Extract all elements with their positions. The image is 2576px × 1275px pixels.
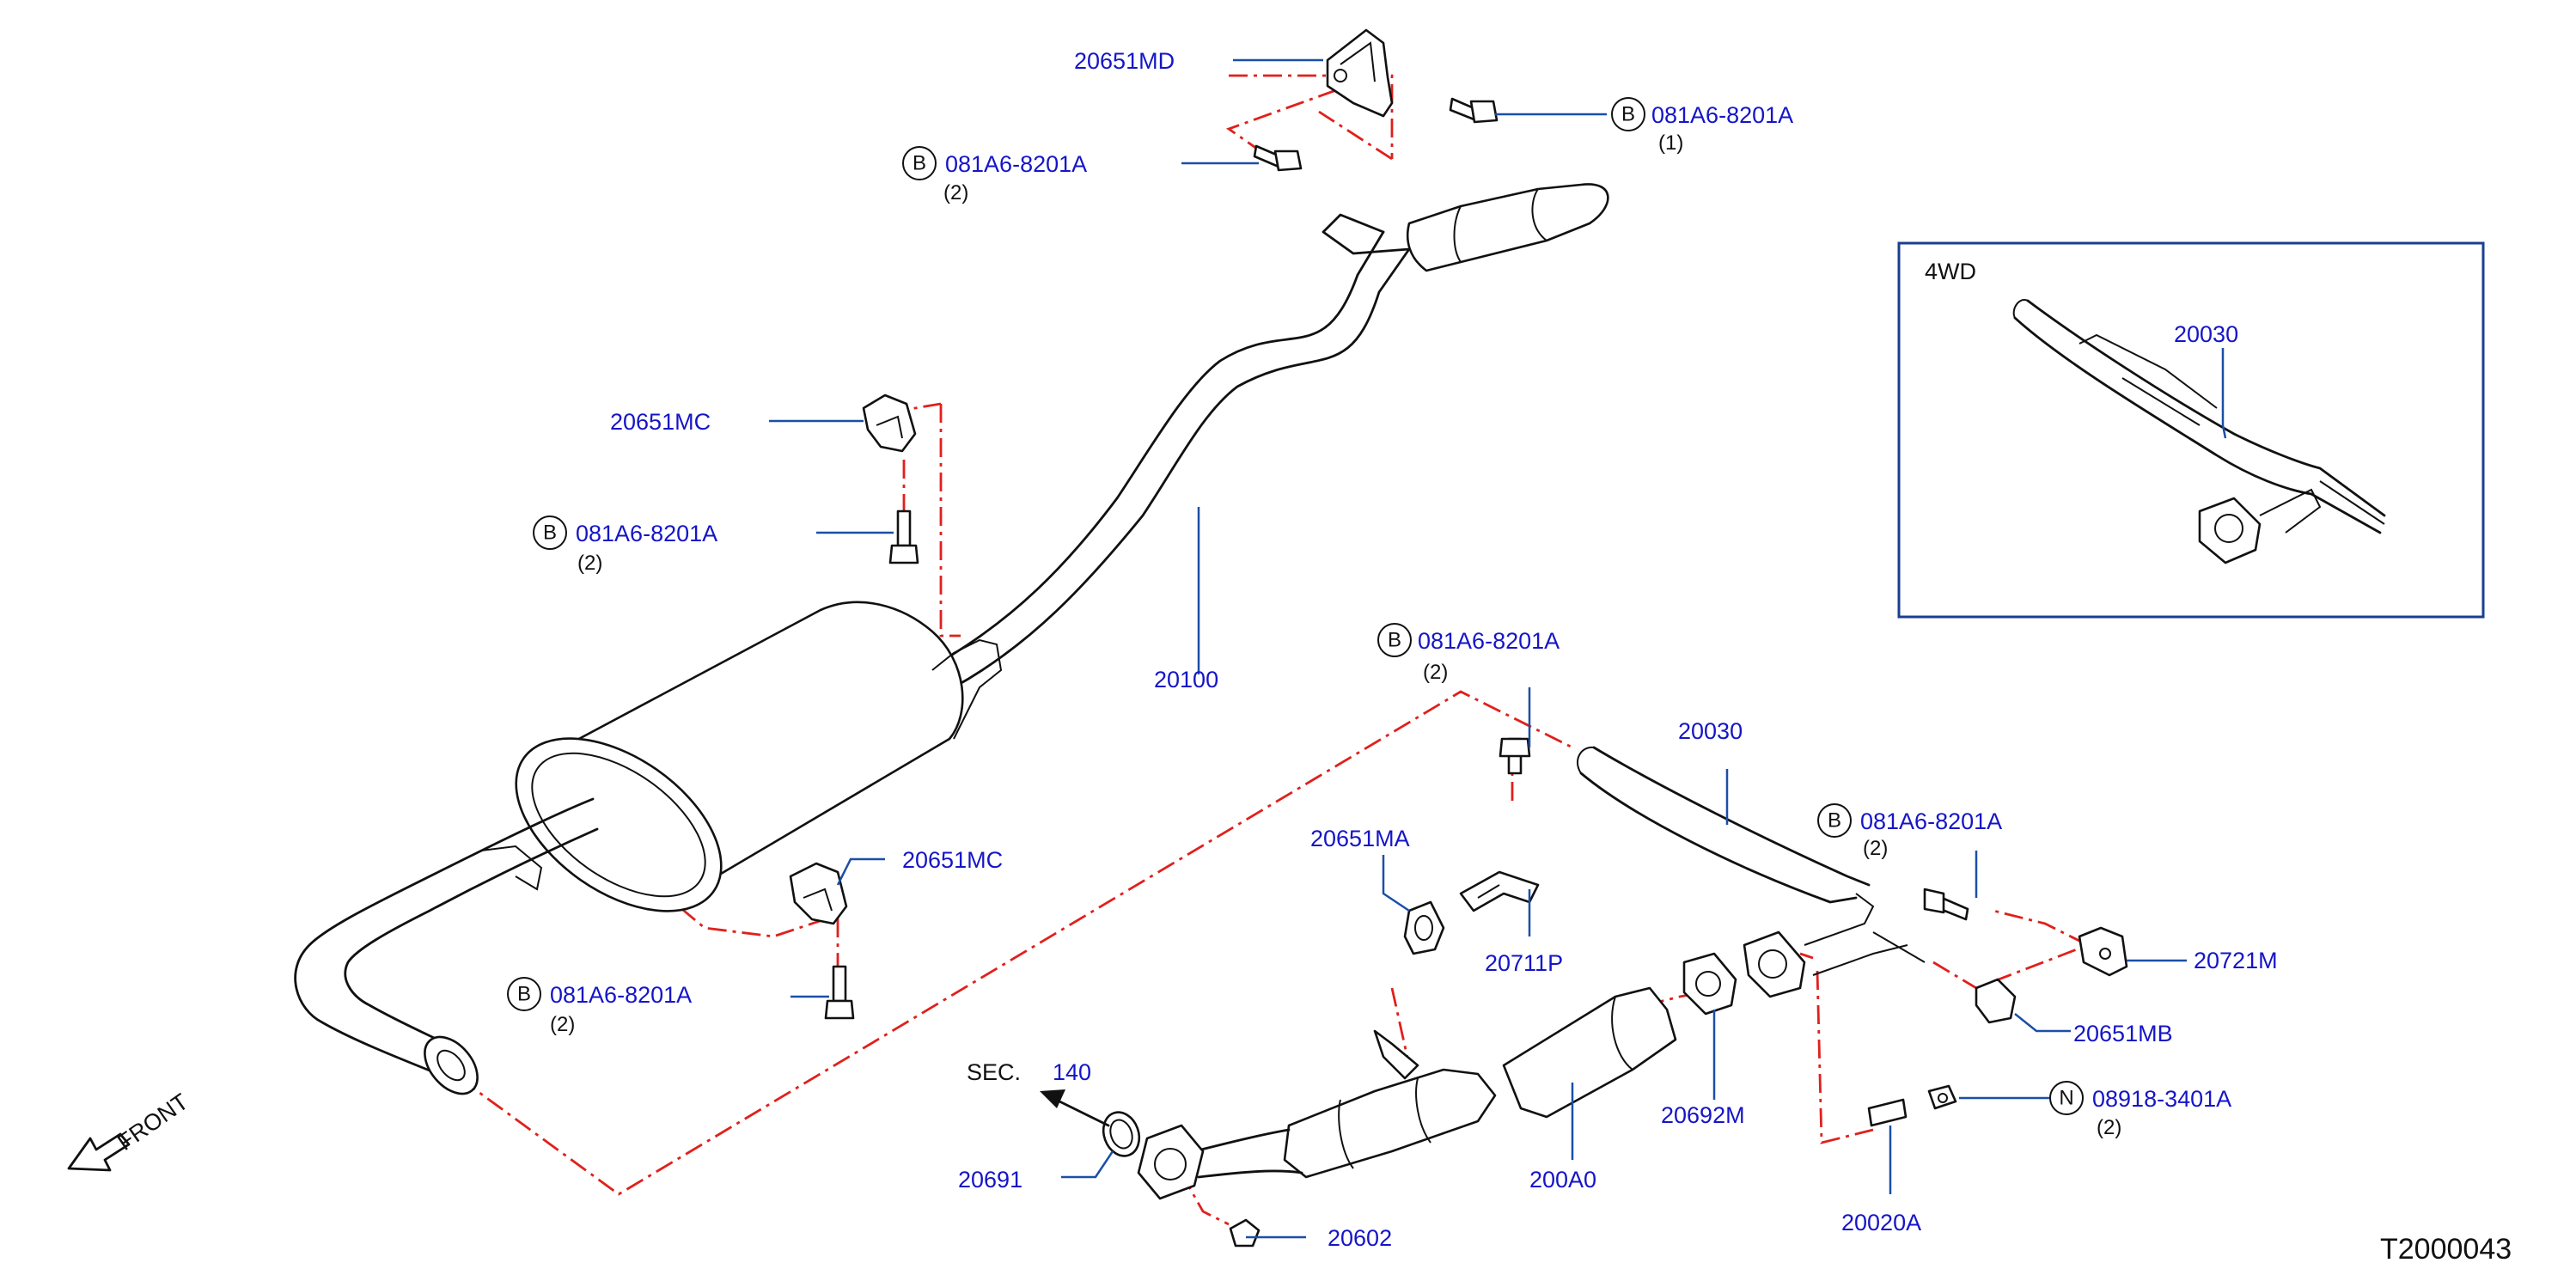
fastener-symbol: N	[2059, 1087, 2073, 1110]
label-20651MD: 20651MD	[1074, 48, 1175, 74]
hanger-20651MC-upper	[862, 393, 917, 453]
label-20100: 20100	[1154, 667, 1218, 692]
label-20651MC-upper: 20651MC	[610, 409, 711, 435]
bolt-icon	[888, 509, 919, 564]
label-200A0: 200A0	[1529, 1167, 1596, 1193]
label-20020A: 20020A	[1841, 1210, 1921, 1235]
bolt-icon	[824, 965, 855, 1020]
label-fastener-1: 081A6-8201A	[1651, 102, 1793, 128]
front-label: FRONT	[113, 1089, 192, 1156]
label-20651MC-lower: 20651MC	[902, 847, 1003, 873]
label-fastener-6: 081A6-8201A	[550, 982, 692, 1008]
bracket-20721M	[2078, 926, 2128, 977]
qty-fastener-5: (2)	[1863, 837, 1888, 860]
section-number: 140	[1053, 1059, 1091, 1085]
hanger-20651MA	[1403, 900, 1445, 955]
part-labels: 20651MD 081A6-8201A (1) 081A6-8201A (2) …	[113, 48, 2512, 1266]
bracket-20711P	[1459, 870, 1540, 912]
label-20691: 20691	[958, 1167, 1022, 1193]
label-20692M: 20692M	[1661, 1102, 1745, 1128]
label-20602: 20602	[1328, 1225, 1392, 1251]
center-pipe-20030	[1577, 746, 1926, 998]
bolt-icon	[1923, 888, 1969, 921]
qty-fastener-2: (2)	[943, 181, 968, 204]
label-20651MA: 20651MA	[1310, 826, 1410, 851]
label-fastener-2: 081A6-8201A	[945, 151, 1087, 177]
fastener-symbol: B	[1828, 809, 1841, 833]
diagram-code: T2000043	[2380, 1233, 2512, 1266]
label-fastener-3: 081A6-8201A	[576, 521, 717, 546]
label-fastener-4: 081A6-8201A	[1418, 628, 1560, 654]
nut-icon	[1229, 1218, 1261, 1248]
inset-4wd-pipe	[2012, 299, 2386, 564]
label-20651MB: 20651MB	[2073, 1021, 2173, 1046]
section-prefix: SEC.	[967, 1059, 1021, 1085]
gasket-20692M	[1682, 952, 1737, 1016]
label-inset-20030: 20030	[2174, 321, 2238, 347]
front-arrow-icon	[67, 1132, 131, 1172]
hanger-20651MB	[1975, 978, 2017, 1024]
gasket-20691	[1102, 1111, 1141, 1157]
bolt-icon	[1499, 737, 1531, 775]
fastener-symbol: B	[517, 983, 531, 1006]
catalyst-front-pipe	[1137, 986, 1677, 1200]
leader-lines	[769, 58, 2227, 1239]
stud-icon	[1867, 1098, 1908, 1127]
fastener-symbol: B	[543, 522, 557, 545]
fastener-symbol: B	[1388, 629, 1401, 652]
fastener-symbol: B	[1621, 103, 1635, 126]
bolt-icon	[1449, 97, 1499, 124]
hanger-20651MC-lower	[789, 862, 848, 925]
qty-fastener-7: (2)	[2097, 1116, 2121, 1139]
tailpipe-assembly	[294, 183, 1609, 1095]
qty-fastener-4: (2)	[1423, 661, 1448, 684]
connection-lines	[459, 74, 2091, 1226]
inset-title: 4WD	[1925, 259, 1976, 284]
section-arrow	[1040, 1089, 1110, 1127]
qty-fastener-3: (2)	[577, 552, 602, 575]
hanger-20651MD	[1326, 28, 1394, 118]
qty-fastener-6: (2)	[550, 1013, 575, 1036]
label-20030: 20030	[1678, 718, 1743, 744]
qty-fastener-1: (1)	[1658, 131, 1683, 155]
label-20721M: 20721M	[2194, 948, 2278, 973]
bolts	[824, 97, 1969, 1248]
label-fastener-7: 08918-3401A	[2092, 1086, 2231, 1112]
bolt-icon	[1253, 144, 1303, 172]
nut-icon	[1927, 1084, 1957, 1110]
fastener-symbol: B	[913, 152, 926, 175]
fastener-symbols: B B B B B B N	[507, 97, 2084, 1115]
inset-4wd-box	[1897, 241, 2485, 619]
label-20711P: 20711P	[1485, 950, 1563, 976]
label-fastener-5: 081A6-8201A	[1860, 808, 2002, 834]
